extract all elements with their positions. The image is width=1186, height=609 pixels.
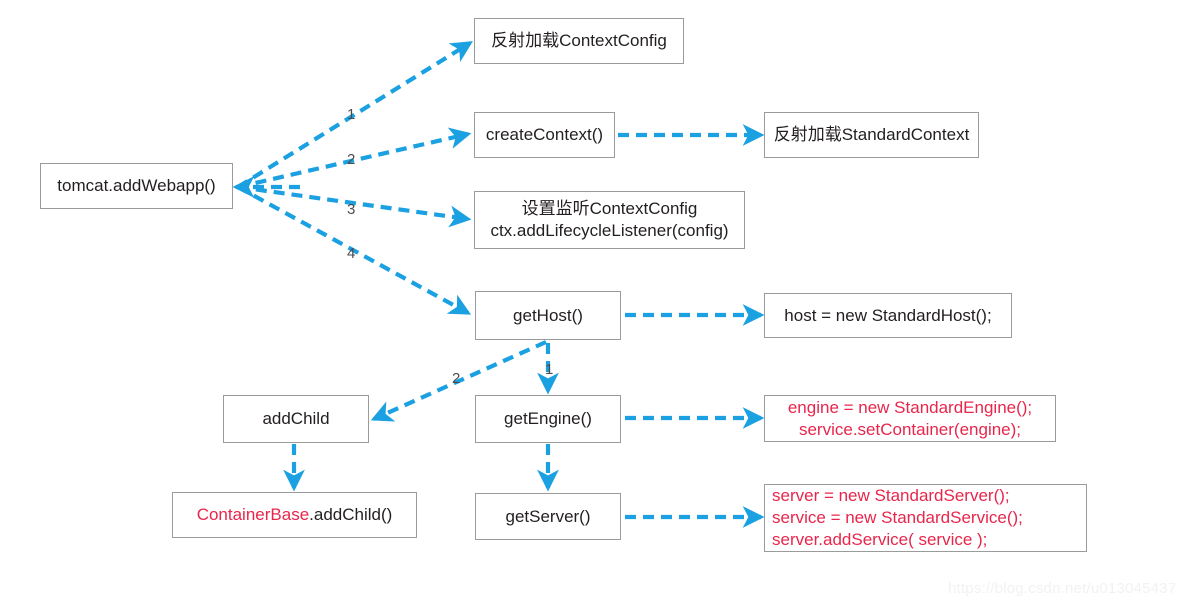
node-label-line3: server.addService( service ); [772,530,988,549]
node-addchild[interactable]: addChild [223,395,369,443]
edge-label-gethost-addchild: 2 [452,370,461,387]
node-label: createContext() [485,125,604,144]
node-label: getServer() [505,506,591,526]
node-label-rest: .addChild() [309,505,393,524]
node-label-highlight: ContainerBase [196,505,310,524]
edge-label-fan-3: 3 [347,201,356,218]
watermark: https://blog.csdn.net/u013045437 [948,580,1177,597]
node-label-line1: engine = new StandardEngine(); [787,397,1033,417]
node-label-line1: server = new StandardServer(); [772,486,1010,505]
edge-label-fan-1: 1 [347,106,356,123]
edge-label-fan-4: 4 [347,245,356,262]
node-set-listener-contextconfig[interactable]: 设置监听ContextConfig ctx.addLifecycleListen… [474,191,745,249]
node-label: host = new StandardHost(); [784,305,992,325]
node-label-line2: service.setContainer(engine); [798,419,1022,439]
node-label: 反射加载StandardContext [773,125,970,144]
edge-label-gethost-getengine: 1 [545,361,554,378]
node-containerbase-addchild[interactable]: ContainerBase.addChild() [172,492,417,538]
node-label-line1: 设置监听ContextConfig [521,199,698,218]
node-tomcat-addwebapp[interactable]: tomcat.addWebapp() [40,163,233,209]
node-engine-new-standardengine[interactable]: engine = new StandardEngine(); service.s… [764,395,1056,442]
edge-label-fan-2: 2 [347,151,356,168]
node-label: addChild [262,409,330,428]
node-label: 反射加载ContextConfig [491,31,667,50]
node-label: getHost() [513,305,583,325]
node-createcontext[interactable]: createContext() [474,112,615,158]
node-server-new-standardserver[interactable]: server = new StandardServer(); service =… [764,484,1087,552]
node-label-line2: ctx.addLifecycleListener(config) [490,221,729,240]
node-label: tomcat.addWebapp() [57,176,216,195]
node-getserver[interactable]: getServer() [475,493,621,540]
node-getengine[interactable]: getEngine() [475,395,621,443]
node-label-line2: service = new StandardService(); [772,508,1023,527]
node-label: getEngine() [504,409,592,428]
node-gethost[interactable]: getHost() [475,291,621,340]
node-host-new-standardhost[interactable]: host = new StandardHost(); [764,293,1012,338]
node-label: ContainerBase.addChild() [197,504,393,526]
node-reflect-load-contextconfig[interactable]: 反射加载ContextConfig [474,18,684,64]
node-reflect-load-standardcontext[interactable]: 反射加载StandardContext [764,112,979,158]
